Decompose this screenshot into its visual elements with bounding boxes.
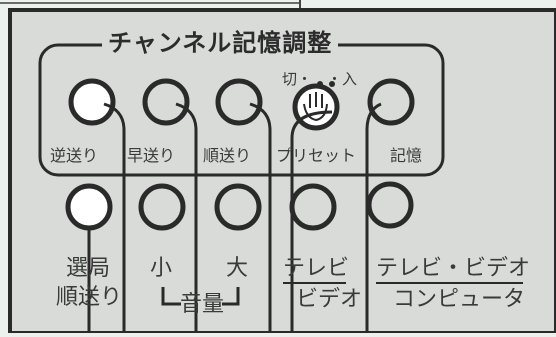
computer-label: コンピュータ bbox=[393, 287, 526, 312]
video-label: ビデオ bbox=[296, 287, 363, 312]
forward-button[interactable] bbox=[215, 78, 263, 126]
forward-label: 順送り bbox=[203, 146, 252, 165]
volume-up-button[interactable] bbox=[214, 183, 262, 231]
panel-background bbox=[8, 8, 556, 335]
memory-label: 記憶 bbox=[390, 146, 423, 165]
channel-label-line1: 選局 bbox=[66, 256, 111, 281]
channel-up-button[interactable] bbox=[65, 183, 113, 231]
fast-forward-button[interactable] bbox=[142, 78, 190, 126]
tv-video-label: テレビ・ビデオ bbox=[376, 256, 531, 281]
switch-dot-right bbox=[329, 81, 335, 87]
volume-small-label: 小 bbox=[150, 256, 173, 281]
switch-dot-left bbox=[317, 81, 323, 87]
volume-label: 音量 bbox=[180, 292, 225, 317]
channel-memory-title: チャンネル記憶調整 bbox=[102, 31, 339, 55]
tv-label: テレビ bbox=[283, 256, 350, 281]
fast-forward-label: 早送り bbox=[127, 146, 176, 165]
preset-label: プリセット bbox=[276, 146, 357, 165]
tv-video-button[interactable] bbox=[289, 183, 337, 231]
reverse-button[interactable] bbox=[68, 78, 116, 126]
preset-switch-label: 切・ ・入 bbox=[282, 70, 358, 88]
volume-large-label: 大 bbox=[226, 256, 249, 281]
reverse-label: 逆送り bbox=[50, 146, 99, 165]
tv-video-computer-button[interactable] bbox=[366, 181, 414, 229]
volume-down-button[interactable] bbox=[138, 183, 186, 231]
finger-icon bbox=[303, 92, 328, 122]
volume-bracket bbox=[161, 287, 240, 306]
leader-lines bbox=[87, 102, 382, 333]
memory-button[interactable] bbox=[367, 78, 415, 126]
channel-label-line2: 順送り bbox=[56, 285, 123, 310]
